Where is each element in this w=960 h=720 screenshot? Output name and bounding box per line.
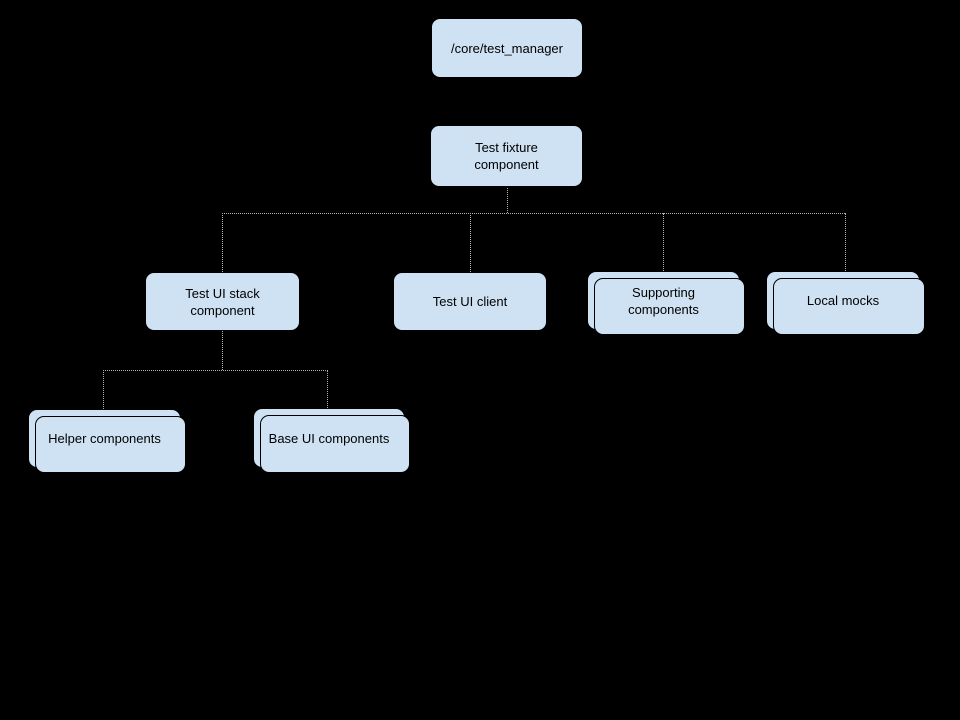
node-test-fixture-label: Test fixture component <box>474 140 539 172</box>
connector-level1-horizontal-bus <box>222 213 845 214</box>
connector-drop-local-mocks <box>845 213 846 271</box>
node-test-manager-label: /core/test_manager <box>450 40 563 56</box>
node-test-ui-stack-component: Test UI stack component <box>145 272 300 331</box>
connector-drop-test-ui-stack <box>222 213 223 272</box>
node-test-ui-client-label: Test UI client <box>432 294 508 309</box>
connector-level2-horizontal-bus <box>103 370 328 371</box>
node-test-ui-stack-label: Test UI stack component <box>185 285 260 318</box>
node-supporting-components-label: Supporting components <box>628 284 699 317</box>
node-test-manager: /core/test_manager <box>431 18 583 78</box>
connector-drop-helper <box>103 370 104 409</box>
node-base-ui-components-label: Base UI components <box>268 430 390 446</box>
node-local-mocks: Local mocks <box>766 271 925 335</box>
node-test-ui-client: Test UI client <box>393 272 547 331</box>
connector-drop-base-ui <box>327 370 328 408</box>
connector-drop-test-ui-client <box>470 213 471 272</box>
connector-drop-supporting <box>663 213 664 271</box>
node-test-fixture-component: Test fixture component <box>430 125 583 187</box>
connector-fixture-vertical <box>507 186 508 213</box>
node-helper-components-label: Helper components <box>48 431 161 446</box>
node-helper-components: Helper components <box>28 409 186 473</box>
node-base-ui-components: Base UI components <box>253 408 410 473</box>
connector-stack-vertical <box>222 331 223 370</box>
node-supporting-components: Supporting components <box>587 271 745 335</box>
node-local-mocks-label: Local mocks <box>806 293 880 308</box>
